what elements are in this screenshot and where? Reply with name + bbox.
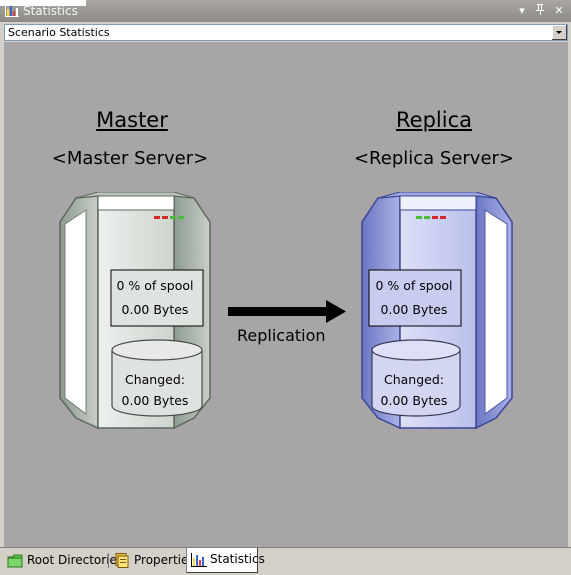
statistics-chart-icon [191, 552, 207, 574]
replica-server-icon [361, 192, 513, 430]
scenario-select[interactable]: Scenario Statistics [4, 24, 568, 41]
statistics-canvas: Master <Master Server> Replica <Replica … [4, 42, 568, 547]
master-led-4 [178, 216, 184, 219]
scenario-select-value: Scenario Statistics [8, 26, 110, 39]
master-server-name: <Master Server> [51, 148, 209, 169]
tab-statistics-label: Statistics [210, 552, 265, 566]
panel-title-bar: Statistics ▾ ✕ [0, 0, 571, 22]
replication-arrow-icon [228, 300, 346, 323]
folder-icon [7, 553, 23, 575]
bottom-tab-strip: Root Directories Properties [0, 547, 571, 574]
replica-spool-bytes: 0.00 Bytes [380, 302, 448, 317]
pin-icon[interactable] [533, 3, 547, 18]
tab-properties-label: Properties [134, 553, 195, 567]
dropdown-arrow-icon[interactable]: ▾ [519, 4, 525, 17]
master-led-2 [162, 216, 168, 219]
chevron-down-icon[interactable] [551, 25, 567, 40]
master-title: Master [96, 108, 168, 132]
close-icon[interactable]: ✕ [554, 4, 564, 17]
master-changed-bytes: 0.00 Bytes [121, 393, 189, 408]
replica-title: Replica [396, 108, 472, 132]
tab-root-directories[interactable]: Root Directories [3, 549, 123, 571]
replica-led-2 [424, 216, 430, 219]
replica-changed-bytes: 0.00 Bytes [380, 393, 448, 408]
replica-changed-label: Changed: [383, 372, 444, 387]
tab-root-directories-label: Root Directories [27, 553, 124, 567]
replication-label: Replication [237, 326, 326, 345]
master-spool-percent: 0 % of spool [116, 278, 194, 293]
title-tab-highlight [0, 0, 86, 6]
master-changed-label: Changed: [124, 372, 185, 387]
tab-statistics[interactable]: Statistics [186, 548, 265, 574]
replica-led-4 [440, 216, 446, 219]
master-led-3 [170, 216, 176, 219]
properties-icon [114, 553, 129, 575]
tab-divider [108, 553, 109, 568]
master-led-1 [154, 216, 160, 219]
replica-server-name: <Replica Server> [353, 148, 515, 169]
master-spool-bytes: 0.00 Bytes [121, 302, 189, 317]
master-server-icon [59, 192, 211, 430]
statistics-chart-icon [5, 4, 19, 20]
replica-led-3 [432, 216, 438, 219]
tab-properties[interactable]: Properties [110, 549, 195, 571]
replica-led-1 [416, 216, 422, 219]
panel-title: Statistics [23, 4, 78, 18]
replica-spool-percent: 0 % of spool [375, 278, 453, 293]
